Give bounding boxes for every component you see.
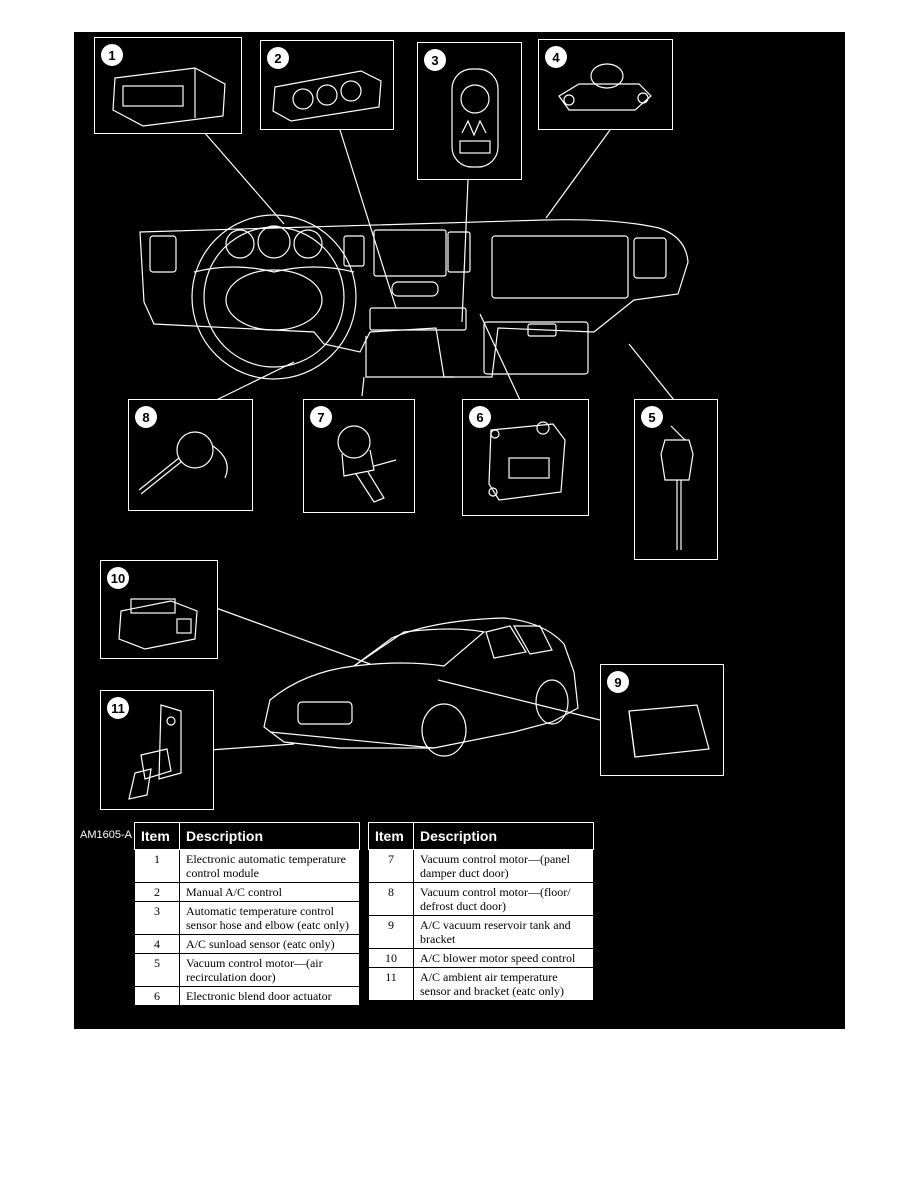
callout-number-11: 11 xyxy=(107,697,129,719)
callout-9: 9 xyxy=(600,664,724,776)
legend-item-description: Manual A/C control xyxy=(179,882,360,902)
leader-line-1 xyxy=(203,131,285,225)
callout-1: 1 xyxy=(94,37,242,134)
callout-7: 7 xyxy=(303,399,415,513)
left-center-vent xyxy=(343,235,365,267)
table-row: 3 Automatic temperature control sensor h… xyxy=(134,901,360,935)
diagram-figure: 1 2 3 4 8 xyxy=(74,32,845,1029)
legend-header-description: Description xyxy=(179,822,360,850)
legend-item-description: Vacuum control motor—(panel damper duct … xyxy=(413,849,594,883)
callout-number-4: 4 xyxy=(545,46,567,68)
radio-unit xyxy=(373,229,447,277)
climate-control-panel xyxy=(369,307,467,331)
glovebox-latch xyxy=(527,323,557,337)
legend-item-description: Electronic automatic temperature control… xyxy=(179,849,360,883)
leader-line-4 xyxy=(545,129,611,219)
leader-line-10 xyxy=(215,607,371,665)
legend-header-item: Item xyxy=(368,822,414,850)
dashboard-outline xyxy=(139,219,689,378)
left-vent xyxy=(149,235,177,273)
callout-10: 10 xyxy=(100,560,218,659)
legend-item-number: 11 xyxy=(368,967,414,1001)
legend-item-number: 10 xyxy=(368,948,414,968)
car-grille xyxy=(297,701,353,725)
legend-item-description: Vacuum control motor—(air recirculation … xyxy=(179,953,360,987)
glovebox-upper xyxy=(491,235,629,299)
table-row: 8 Vacuum control motor—(floor/ defrost d… xyxy=(368,882,594,916)
callout-11: 11 xyxy=(100,690,214,810)
callout-2: 2 xyxy=(260,40,394,130)
callout-number-9: 9 xyxy=(607,671,629,693)
callout-number-1: 1 xyxy=(101,44,123,66)
leader-line-11 xyxy=(209,743,295,751)
legend-item-number: 1 xyxy=(134,849,180,883)
legend-item-number: 6 xyxy=(134,986,180,1006)
callout-5: 5 xyxy=(634,399,718,560)
car-rear-side-window xyxy=(512,625,553,655)
steering-wheel-rim xyxy=(191,214,357,380)
leader-line-7 xyxy=(361,376,365,397)
right-vent xyxy=(633,237,667,279)
legend-item-number: 2 xyxy=(134,882,180,902)
table-row: 1 Electronic automatic temperature contr… xyxy=(134,849,360,883)
legend-header-description: Description xyxy=(413,822,594,850)
car-front-side-window xyxy=(485,625,527,659)
table-row: 6 Electronic blend door actuator xyxy=(134,986,360,1006)
center-switch xyxy=(391,281,439,297)
car-outline xyxy=(263,617,579,749)
legend-item-description: A/C ambient air temperature sensor and b… xyxy=(413,967,594,1001)
table-row: 5 Vacuum control motor—(air recirculatio… xyxy=(134,953,360,987)
leader-line-6 xyxy=(479,313,521,401)
steering-wheel-hub xyxy=(225,269,323,331)
callout-3: 3 xyxy=(417,42,522,180)
glovebox xyxy=(483,321,589,375)
car-windshield xyxy=(353,628,486,667)
callout-number-8: 8 xyxy=(135,406,157,428)
callout-number-10: 10 xyxy=(107,567,129,589)
legend-item-number: 7 xyxy=(368,849,414,883)
callout-number-7: 7 xyxy=(310,406,332,428)
legend-item-description: A/C vacuum reservoir tank and bracket xyxy=(413,915,594,949)
table-row: 11 A/C ambient air temperature sensor an… xyxy=(368,967,594,1001)
center-vent xyxy=(447,231,471,273)
legend-item-number: 8 xyxy=(368,882,414,916)
car-rear-wheel xyxy=(535,679,569,725)
legend-table-left: Item Description 1 Electronic automatic … xyxy=(134,822,360,1006)
diagram-drawing xyxy=(139,129,689,757)
callout-8: 8 xyxy=(128,399,253,511)
legend-item-number: 9 xyxy=(368,915,414,949)
legend-item-number: 4 xyxy=(134,934,180,954)
legend-item-description: Vacuum control motor—(floor/ defrost duc… xyxy=(413,882,594,916)
legend-item-number: 3 xyxy=(134,901,180,935)
callout-6: 6 xyxy=(462,399,589,516)
leader-line-2 xyxy=(339,129,397,309)
legend-header-item: Item xyxy=(134,822,180,850)
legend-item-number: 5 xyxy=(134,953,180,987)
legend-item-description: A/C blower motor speed control xyxy=(413,948,594,968)
leader-line-9 xyxy=(437,679,601,721)
legend-item-description: Automatic temperature control sensor hos… xyxy=(179,901,360,935)
figure-code: AM1605-A xyxy=(80,829,132,841)
callout-number-3: 3 xyxy=(424,49,446,71)
legend-table-right: Item Description 7 Vacuum control motor—… xyxy=(368,822,594,1001)
callout-number-5: 5 xyxy=(641,406,663,428)
callout-4: 4 xyxy=(538,39,673,130)
callout-number-6: 6 xyxy=(469,406,491,428)
leader-line-3 xyxy=(461,179,469,323)
table-row: 10 A/C blower motor speed control xyxy=(368,948,594,968)
callout-number-2: 2 xyxy=(267,47,289,69)
legend-item-description: A/C sunload sensor (eatc only) xyxy=(179,934,360,954)
legend-item-description: Electronic blend door actuator xyxy=(179,986,360,1006)
leader-line-5 xyxy=(628,343,675,401)
table-row: 4 A/C sunload sensor (eatc only) xyxy=(134,934,360,954)
table-row: 9 A/C vacuum reservoir tank and bracket xyxy=(368,915,594,949)
table-row: 7 Vacuum control motor—(panel damper duc… xyxy=(368,849,594,883)
table-row: 2 Manual A/C control xyxy=(134,882,360,902)
car-front-wheel xyxy=(421,703,467,757)
